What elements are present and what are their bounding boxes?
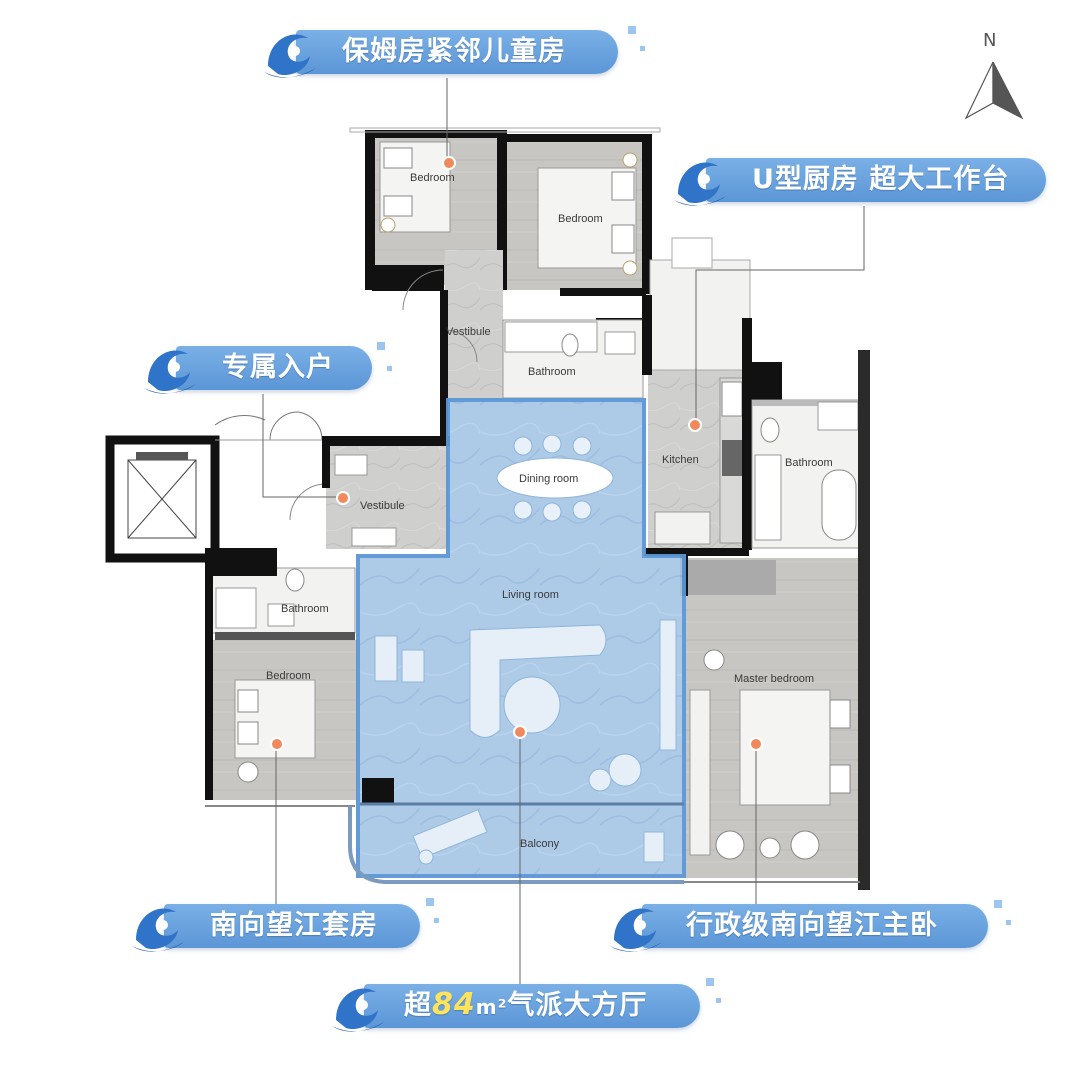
- marker-living: [513, 725, 527, 739]
- decor-square: [426, 898, 434, 906]
- marker-kitchen: [688, 418, 702, 432]
- decor-square: [434, 918, 439, 923]
- wave-icon: [332, 988, 384, 1032]
- wave-icon: [264, 34, 316, 78]
- room-label-nanny-bedroom: Bedroom: [410, 172, 455, 184]
- callout-private-entry: 专属入户: [176, 346, 372, 390]
- kitchen: [648, 237, 751, 550]
- callout-text: 行政级南向望江主卧: [686, 910, 938, 941]
- callout-text: 南向望江套房: [210, 910, 378, 941]
- room-label-bathroom-right: Bathroom: [785, 457, 833, 469]
- living-dining-zone: [356, 398, 686, 878]
- room-label-bathroom-left: Bathroom: [281, 603, 329, 615]
- east-wall: [858, 350, 870, 890]
- marker-nanny: [442, 156, 456, 170]
- decor-square: [1006, 920, 1011, 925]
- marker-master: [749, 737, 763, 751]
- room-label-balcony: Balcony: [520, 838, 560, 850]
- decor-square: [628, 26, 636, 34]
- callout-area-highlight: 84: [432, 987, 476, 1022]
- callout-text: 保姆房紧邻儿童房: [342, 36, 566, 67]
- callout-nanny-room: 保姆房紧邻儿童房: [296, 30, 618, 74]
- markers: [270, 156, 763, 751]
- marker-south-suite: [270, 737, 284, 751]
- callout-prefix: 超: [404, 990, 432, 1021]
- bathroom-left: [211, 567, 356, 634]
- callout-u-kitchen: U型厨房 超大工作台: [706, 158, 1046, 202]
- walls-kitchen: [642, 295, 782, 556]
- decor-square: [377, 342, 385, 350]
- room-label-bedroom-left: Bedroom: [266, 670, 311, 682]
- room-label-master-bedroom: Master bedroom: [734, 673, 814, 685]
- child-bedroom: [502, 140, 644, 290]
- wave-icon: [132, 908, 184, 952]
- callout-text: 超84m²气派大方厅: [404, 983, 647, 1029]
- wave-icon: [610, 908, 662, 952]
- room-label-kitchen: Kitchen: [662, 454, 699, 466]
- compass-north-label: N: [983, 30, 997, 51]
- decor-square: [640, 46, 645, 51]
- room-label-living: Living room: [502, 589, 559, 601]
- elevator: [105, 435, 220, 563]
- balcony-rail: [348, 806, 684, 884]
- wave-icon: [144, 350, 196, 394]
- private-entry-area: [214, 411, 325, 441]
- decor-square: [706, 978, 714, 986]
- vestibule-top: [402, 250, 503, 400]
- walls-left: [205, 548, 355, 800]
- nanny-bedroom: [372, 135, 500, 285]
- bathroom-top: [502, 319, 644, 399]
- decor-square: [716, 998, 721, 1003]
- room-label-bathroom-top: Bathroom: [528, 366, 576, 378]
- callout-text: 专属入户: [222, 352, 334, 383]
- bedroom-left: [212, 640, 357, 800]
- north-compass-icon: [964, 61, 1024, 120]
- leader-lines: [262, 78, 865, 984]
- marker-entry: [336, 491, 350, 505]
- callout-living-hall: 超84m²气派大方厅: [364, 984, 700, 1028]
- callout-unit: m²: [475, 995, 508, 1019]
- wave-icon: [674, 162, 726, 206]
- callout-text: U型厨房 超大工作台: [752, 164, 1010, 195]
- callout-south-suite: 南向望江套房: [164, 904, 420, 948]
- room-label-vestibule-entry: Vestibule: [360, 500, 405, 512]
- master-bedroom: [686, 558, 858, 878]
- room-label-child-bedroom: Bedroom: [558, 213, 603, 225]
- bathroom-right: [751, 399, 861, 549]
- callout-exec-master: 行政级南向望江主卧: [642, 904, 988, 948]
- decor-square: [994, 900, 1002, 908]
- decor-square: [387, 366, 392, 371]
- room-label-vestibule-top: Vestibule: [446, 326, 491, 338]
- walls-entry: [322, 290, 450, 488]
- callout-suffix: 气派大方厅: [507, 990, 648, 1021]
- room-label-dining: Dining room: [519, 473, 578, 485]
